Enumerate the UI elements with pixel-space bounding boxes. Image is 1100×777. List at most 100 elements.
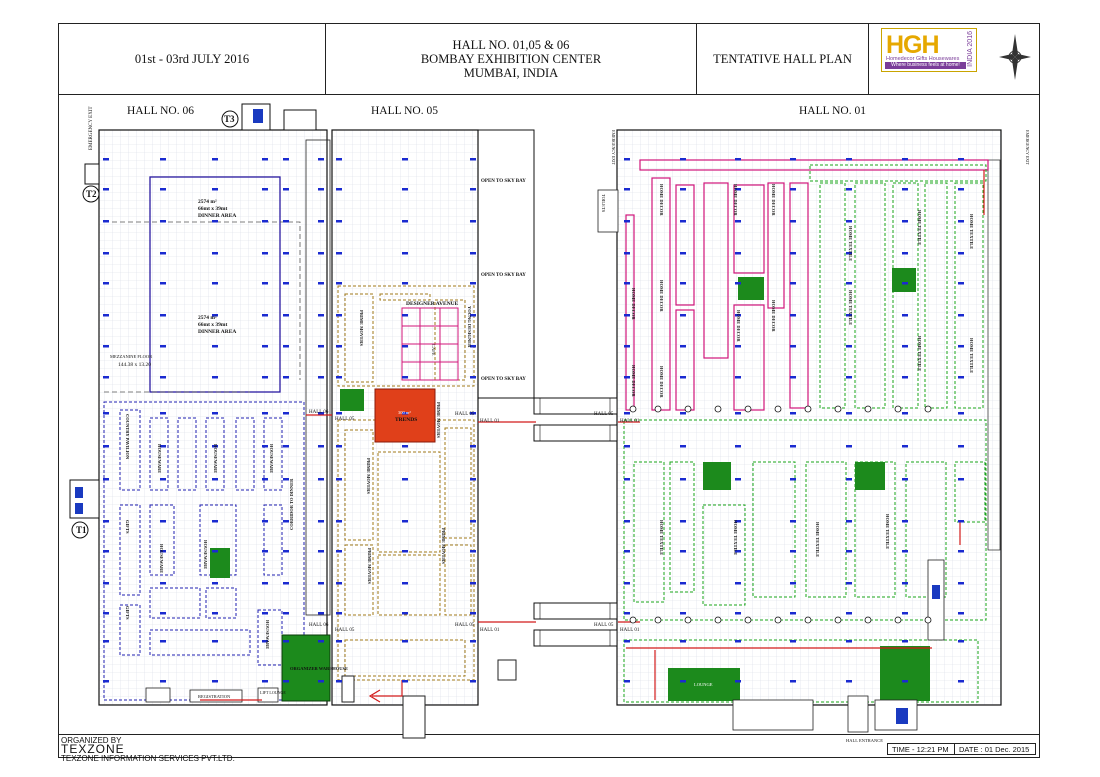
- column-circle: [894, 616, 902, 624]
- pillar-marker: [846, 478, 852, 481]
- pillar-marker: [735, 550, 741, 553]
- pillar-marker: [846, 376, 852, 379]
- home-decor-1: HOME DECOR: [659, 184, 664, 216]
- pillar-marker: [680, 220, 686, 223]
- young-designer-label: YOUNG DESIGNER: [467, 306, 472, 348]
- pillar-marker: [336, 520, 342, 523]
- pillar-marker: [624, 158, 630, 161]
- pillar-marker: [212, 412, 218, 415]
- pillar-marker: [846, 412, 852, 415]
- pillar-marker: [846, 188, 852, 191]
- footer-date: DATE : 01 Dec. 2015: [954, 743, 1036, 755]
- dinner-area-1-label: DINNER AREA: [198, 213, 236, 219]
- event-dates: 01st - 03rd JULY 2016: [134, 51, 250, 66]
- pillar-marker: [958, 550, 964, 553]
- pillar-marker: [336, 220, 342, 223]
- hall-entrance-label: HALL ENTRANCE: [846, 738, 883, 743]
- hall-05-lounge: [340, 389, 364, 411]
- hall01-sign-d: HALL 01: [620, 419, 640, 424]
- lounge-label: LOUNGE: [694, 682, 713, 687]
- lift-lounge-label: LIFT LOUNGE: [260, 690, 286, 695]
- pillar-marker: [680, 478, 686, 481]
- hall-01-home-decor-stands: [625, 159, 989, 411]
- column-circle: [714, 616, 722, 624]
- pillar-marker: [336, 445, 342, 448]
- pillar-marker: [846, 520, 852, 523]
- pillar-marker: [470, 314, 476, 317]
- hall-01-title: HALL NO. 01: [799, 105, 866, 117]
- hall01-sign-c: HALL 01: [480, 419, 500, 424]
- pillar-marker: [212, 582, 218, 585]
- pillar-marker: [212, 680, 218, 683]
- pillar-marker: [735, 314, 741, 317]
- prime-movers-5: PRIME MOVERS: [367, 548, 372, 584]
- emergency-exit-right-label-2: EMERGENCY EXIT: [1025, 130, 1030, 165]
- pillar-marker: [160, 188, 166, 191]
- column-circle: [684, 405, 692, 413]
- pillar-marker: [336, 158, 342, 161]
- pillar-marker: [680, 314, 686, 317]
- pillar-marker: [402, 314, 408, 317]
- pillar-marker: [318, 314, 324, 317]
- pillar-marker: [212, 188, 218, 191]
- dinner-area-2-label: DINNER AREA: [198, 329, 236, 335]
- pillar-marker: [735, 188, 741, 191]
- pillar-marker: [318, 478, 324, 481]
- pillar-marker: [680, 550, 686, 553]
- pillar-marker: [470, 520, 476, 523]
- pillar-marker: [318, 550, 324, 553]
- gifts-1: GIFTS: [125, 520, 130, 534]
- pillar-marker: [283, 412, 289, 415]
- pillar-marker: [262, 520, 268, 523]
- header-title-cell: TENTATIVE HALL PLAN: [697, 24, 869, 94]
- dinner-area-2-size: 2574 m²: [198, 315, 217, 321]
- pillar-marker: [790, 188, 796, 191]
- pillar-marker: [318, 220, 324, 223]
- hall01-sign-f: HALL 01: [620, 628, 640, 633]
- pillar-marker: [318, 282, 324, 285]
- pillar-marker: [336, 582, 342, 585]
- pillar-marker: [336, 478, 342, 481]
- pillar-marker: [212, 640, 218, 643]
- logo-tagline: Where business feels at home!: [885, 62, 966, 69]
- hgh-logo: HGH INDIA 2016 Homedecor Gifts Houseware…: [881, 28, 977, 72]
- pillar-marker: [958, 478, 964, 481]
- pillar-marker: [680, 640, 686, 643]
- hall05-sign-a: HALL 05: [335, 417, 355, 422]
- pillar-marker: [160, 520, 166, 523]
- pillar-marker: [262, 680, 268, 683]
- pillar-marker: [902, 376, 908, 379]
- pillar-marker: [624, 282, 630, 285]
- pillar-marker: [103, 345, 109, 348]
- pillar-marker: [283, 680, 289, 683]
- pillar-marker: [262, 345, 268, 348]
- pillar-marker: [402, 478, 408, 481]
- pillar-marker: [336, 612, 342, 615]
- designer-avenue-label: DESIGNER AVENUE: [406, 301, 459, 307]
- pillar-marker: [902, 188, 908, 191]
- home-textile-8: HOME TEXTILE: [733, 520, 738, 555]
- mezzanine-dims: 144.38 x 13.20: [118, 362, 151, 368]
- pillar-marker: [470, 188, 476, 191]
- pillar-marker: [212, 158, 218, 161]
- pillar-marker: [212, 612, 218, 615]
- pillar-marker: [262, 376, 268, 379]
- pillar-marker: [846, 550, 852, 553]
- pillar-marker: [846, 640, 852, 643]
- pillar-marker: [958, 640, 964, 643]
- pillar-marker: [402, 252, 408, 255]
- sheet-frame: 01st - 03rd JULY 2016 HALL NO. 01,05 & 0…: [58, 23, 1040, 763]
- pillar-marker: [846, 680, 852, 683]
- venue-line-1: HALL NO. 01,05 & 06: [452, 38, 570, 52]
- pillar-marker: [160, 445, 166, 448]
- pillar-marker: [402, 640, 408, 643]
- pillar-marker: [262, 640, 268, 643]
- home-textile-1: HOME TEXTILE: [848, 226, 853, 261]
- pillar-marker: [902, 582, 908, 585]
- pillar-marker: [624, 345, 630, 348]
- mezzanine-label: MEZZANINE FLOOR: [110, 354, 152, 359]
- corridor-label: CORRIDOR TO DINNER: [289, 478, 294, 530]
- plan-title: TENTATIVE HALL PLAN: [713, 51, 852, 66]
- pillar-marker: [160, 252, 166, 255]
- pillar-marker: [283, 345, 289, 348]
